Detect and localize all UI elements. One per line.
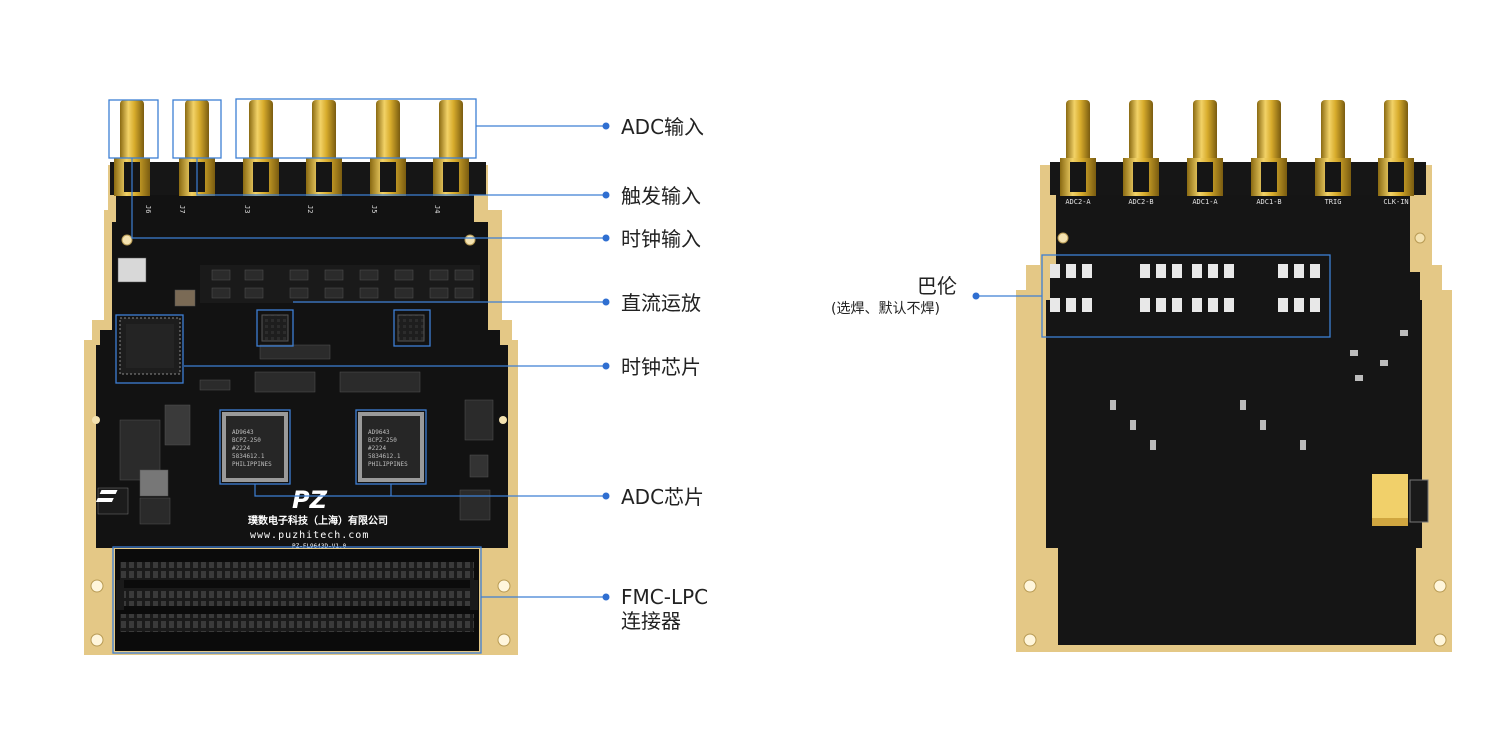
right-connector-label: CLK-IN [1383, 198, 1408, 206]
callout-balun-note: (选焊、默认不焊) [831, 301, 940, 317]
left-connector-label: J7 [178, 205, 186, 213]
right-connector-labels: ADC2-A ADC2-B ADC1-A ADC1-B TRIG CLK-IN [1065, 198, 1408, 206]
callout-trigger-input: 触发输入 [621, 184, 701, 208]
chip-marking: 5834612.1 [232, 453, 265, 460]
callout-balun: 巴伦 [917, 274, 957, 298]
right-connector-label: ADC2-B [1128, 198, 1153, 206]
right-sma-connectors [1060, 100, 1414, 196]
right-connector-label: ADC1-A [1192, 198, 1218, 206]
left-connector-label: J4 [433, 205, 441, 213]
callout-fmc-line2: 连接器 [621, 609, 681, 633]
chip-marking: BCPZ-250 [232, 437, 261, 444]
adc-chip-right: AD9643 BCPZ-250 #2224 5834612.1 PHILIPPI… [358, 412, 424, 482]
website: www.puzhitech.com [250, 530, 369, 541]
left-connector-label: J5 [370, 205, 378, 213]
chip-marking: PHILIPPINES [368, 461, 408, 468]
adc-chip-left: AD9643 BCPZ-250 #2224 5834612.1 PHILIPPI… [222, 412, 288, 482]
fmc-connector [115, 549, 479, 651]
left-connector-labels: J6 J7 J3 J2 J5 J4 [144, 205, 441, 213]
chip-marking: PHILIPPINES [232, 461, 272, 468]
left-connector-label: J2 [306, 205, 314, 213]
right-board: ADC2-A ADC2-B ADC1-A ADC1-B TRIG CLK-IN [972, 100, 1452, 652]
callout-dc-opamp: 直流运放 [621, 291, 701, 315]
chip-marking: AD9643 [368, 429, 390, 436]
callout-fmc-line1: FMC-LPC [621, 585, 709, 609]
clock-chip [119, 317, 181, 375]
opamp-chip [397, 314, 425, 342]
chip-marking: #2224 [232, 445, 250, 452]
balun-pads [1050, 264, 1320, 312]
pz-logo-text: PZ [292, 486, 328, 514]
callout-fmc-connector: FMC-LPC 连接器 [621, 585, 708, 633]
callout-clock-input: 时钟输入 [621, 227, 701, 251]
chip-marking: AD9643 [232, 429, 254, 436]
company-name: 璞数电子科技（上海）有限公司 [248, 514, 388, 527]
left-callout-dots [602, 122, 610, 601]
left-leader-lines [131, 125, 605, 598]
left-connector-label: J3 [243, 205, 251, 213]
chip-marking: 5834612.1 [368, 453, 401, 460]
callout-adc-input: ADC输入 [621, 115, 705, 139]
left-connector-label: J6 [144, 205, 152, 213]
left-board: J6 J7 J3 J2 J5 J4 [84, 98, 610, 655]
tantalum-capacitor [1372, 474, 1429, 526]
right-connector-label: ADC2-A [1065, 198, 1091, 206]
callout-adc-chip: ADC芯片 [621, 485, 705, 509]
pz-logo: PZ [95, 486, 328, 514]
opamp-chip [261, 314, 289, 342]
right-small-parts [1110, 330, 1408, 450]
right-connector-label: TRIG [1325, 198, 1342, 206]
balun-callout-dot [972, 292, 980, 300]
right-connector-label: ADC1-B [1256, 198, 1281, 206]
chip-marking: #2224 [368, 445, 386, 452]
right-board-pcb [1046, 195, 1422, 645]
left-passives [97, 257, 494, 525]
chip-marking: BCPZ-250 [368, 437, 397, 444]
callout-clock-chip: 时钟芯片 [621, 355, 701, 379]
